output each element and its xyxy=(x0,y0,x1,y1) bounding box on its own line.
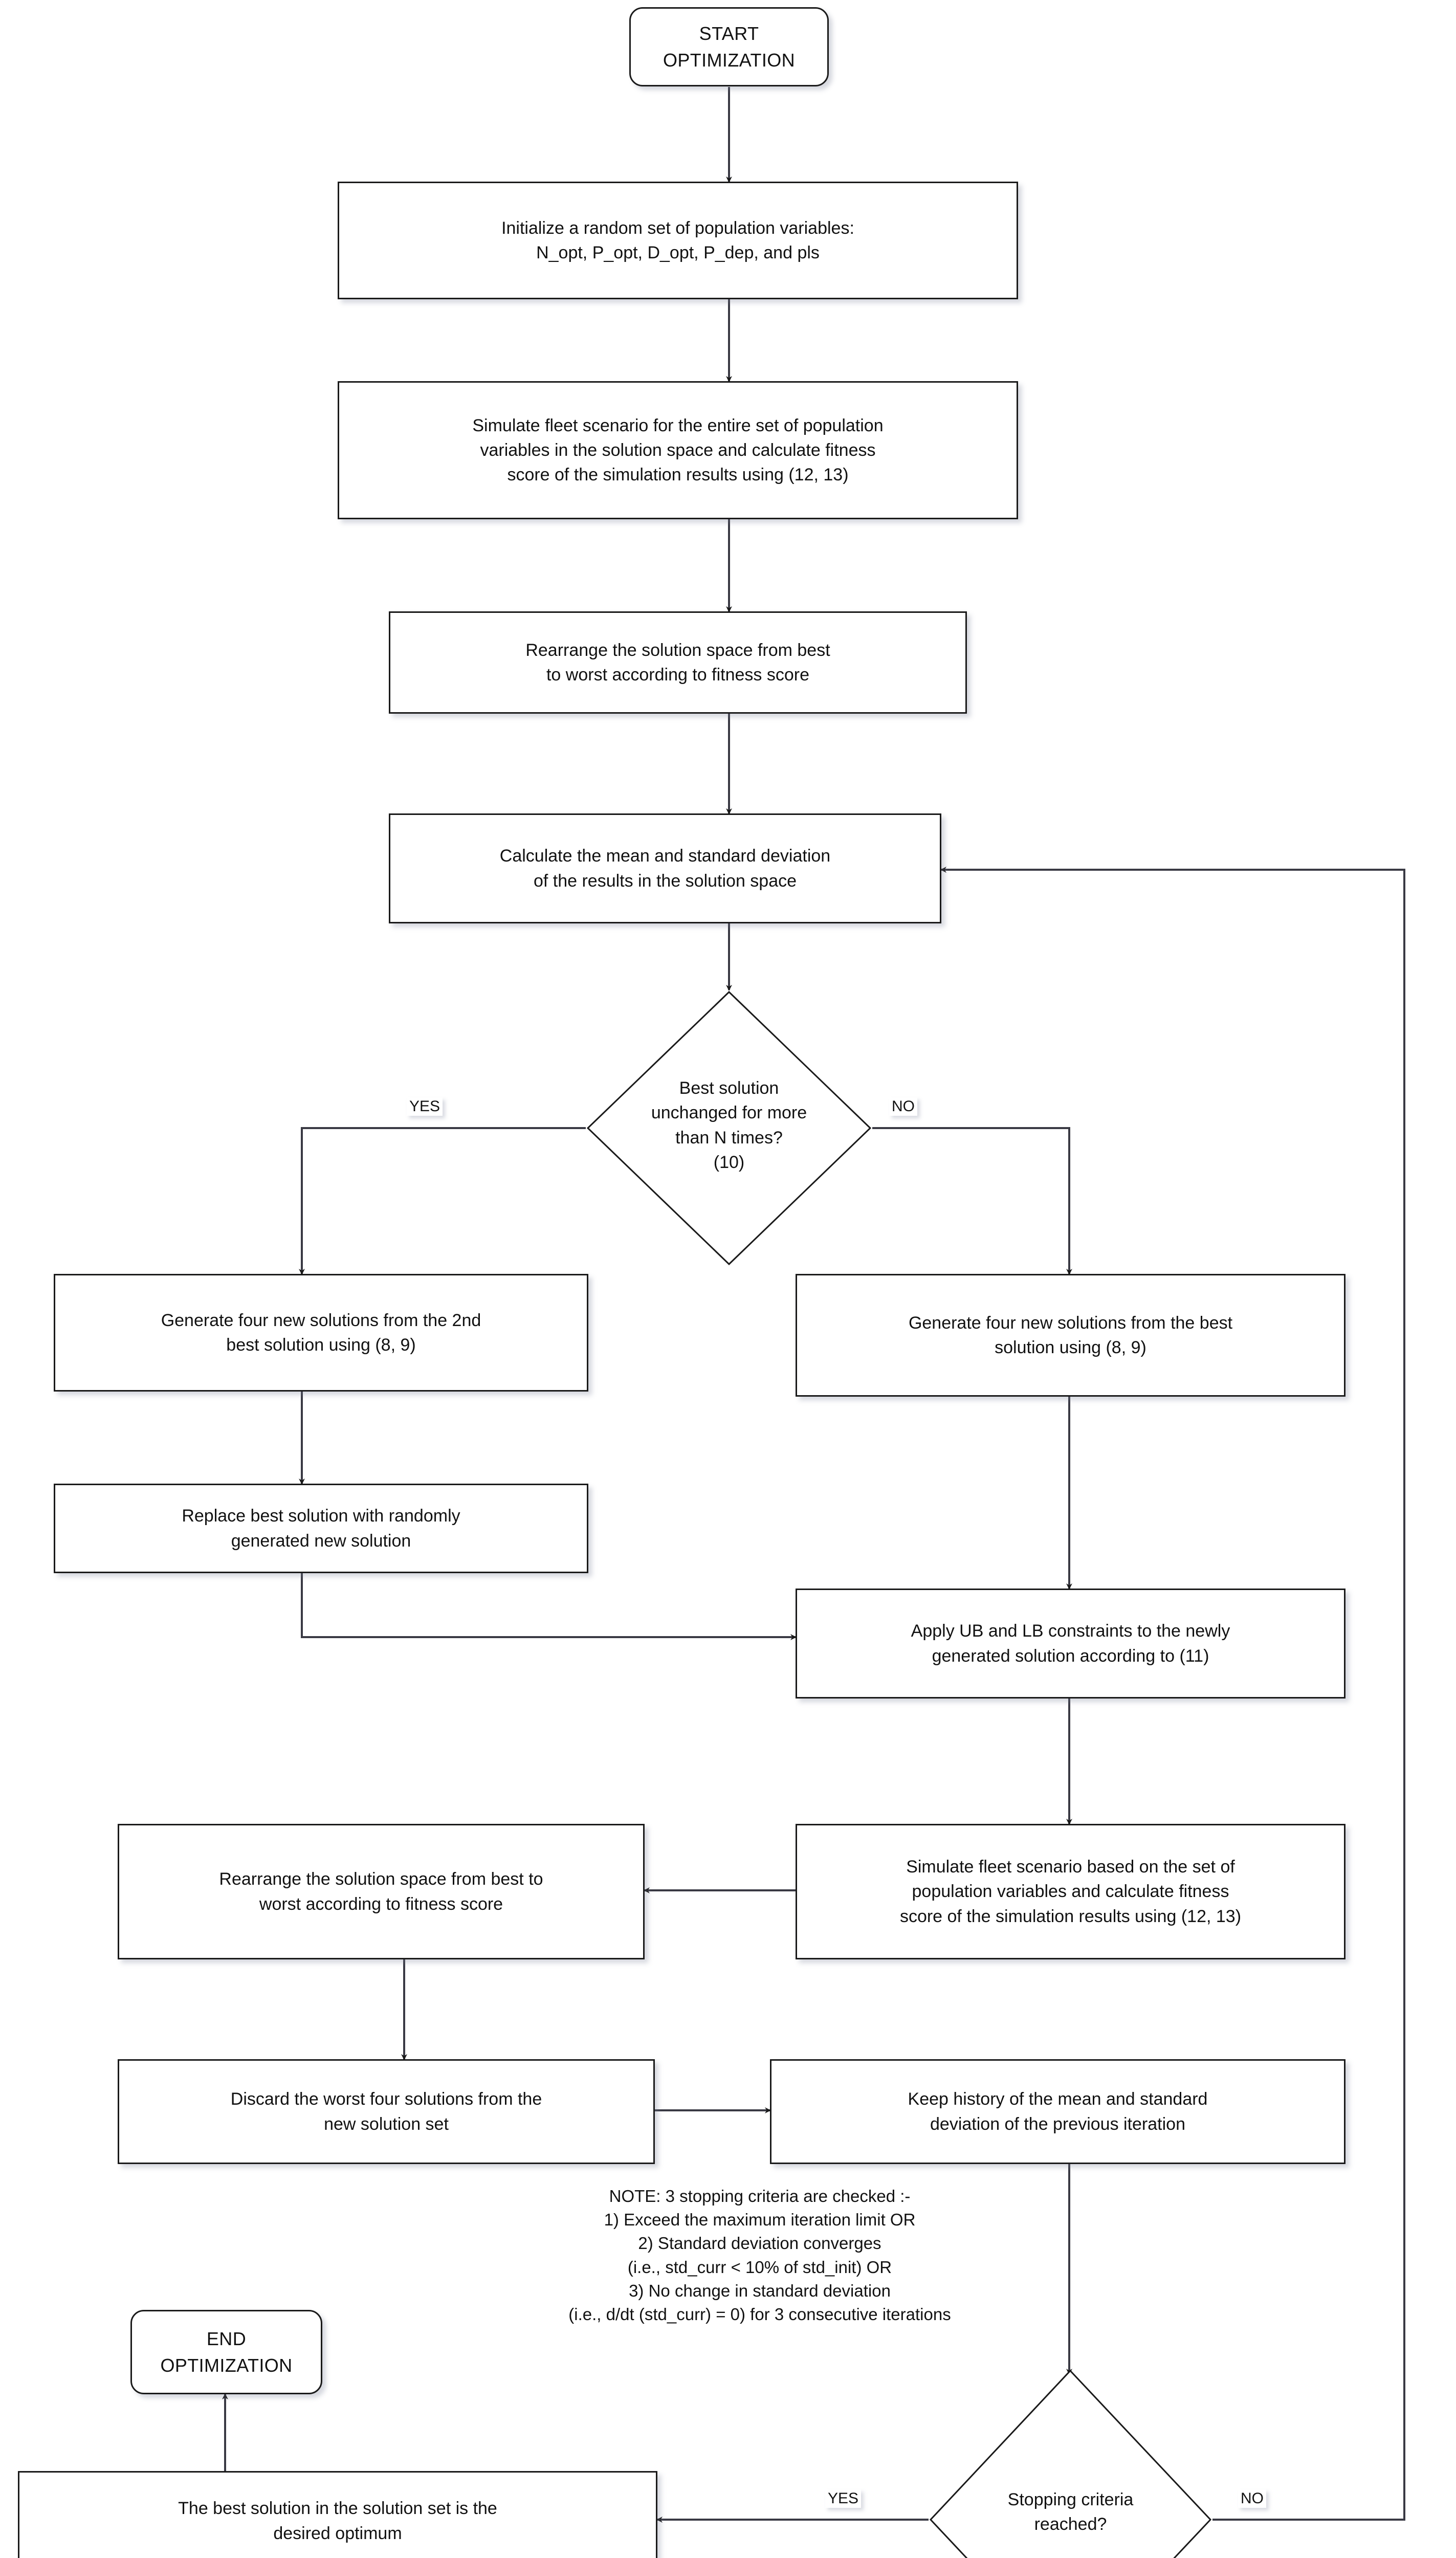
node-decision-stopping-criteria[interactable]: Stopping criteria reached? xyxy=(929,2369,1212,2558)
node-simulate-new-label: Simulate fleet scenario based on the set… xyxy=(899,1857,1242,1926)
node-end-label: END OPTIMIZATION xyxy=(160,2328,293,2376)
node-rearrange-second[interactable]: Rearrange the solution space from best t… xyxy=(118,1824,645,1959)
node-initialize[interactable]: Initialize a random set of population va… xyxy=(338,182,1018,299)
node-decision-best-unchanged-label: Best solution unchanged for more than N … xyxy=(651,1078,807,1172)
node-apply-bounds[interactable]: Apply UB and LB constraints to the newly… xyxy=(796,1589,1345,1699)
node-calculate-mean-std-label: Calculate the mean and standard deviatio… xyxy=(499,846,831,891)
node-apply-bounds-label: Apply UB and LB constraints to the newly… xyxy=(911,1621,1230,1666)
node-best-solution-result-label: The best solution in the solution set is… xyxy=(178,2499,497,2543)
node-generate-best[interactable]: Generate four new solutions from the bes… xyxy=(796,1274,1345,1397)
decision-diamond-shape-stop xyxy=(929,2369,1212,2558)
node-initialize-label: Initialize a random set of population va… xyxy=(501,218,854,262)
node-generate-best-label: Generate four new solutions from the bes… xyxy=(908,1313,1233,1357)
edge-label-best-yes: YES xyxy=(407,1097,443,1116)
node-rearrange-first[interactable]: Rearrange the solution space from best t… xyxy=(389,611,967,714)
edge-label-stop-yes: YES xyxy=(825,2489,862,2508)
node-replace-best-solution-label: Replace best solution with randomly gene… xyxy=(182,1506,460,1551)
node-generate-second-best-label: Generate four new solutions from the 2nd… xyxy=(161,1310,481,1355)
node-simulate-all[interactable]: Simulate fleet scenario for the entire s… xyxy=(338,381,1018,519)
node-keep-history-label: Keep history of the mean and standard de… xyxy=(908,2089,1208,2134)
node-start-label: START OPTIMIZATION xyxy=(663,23,796,71)
node-discard-worst-label: Discard the worst four solutions from th… xyxy=(230,2089,542,2134)
node-decision-best-unchanged[interactable]: Best solution unchanged for more than N … xyxy=(586,990,872,1266)
stopping-criteria-note: NOTE: 3 stopping criteria are checked :-… xyxy=(568,2187,951,2324)
node-generate-second-best[interactable]: Generate four new solutions from the 2nd… xyxy=(54,1274,588,1392)
node-rearrange-second-label: Rearrange the solution space from best t… xyxy=(219,1869,543,1914)
edge-label-best-no: NO xyxy=(889,1097,917,1116)
node-end[interactable]: END OPTIMIZATION xyxy=(130,2310,322,2394)
node-replace-best-solution[interactable]: Replace best solution with randomly gene… xyxy=(54,1484,588,1573)
node-keep-history[interactable]: Keep history of the mean and standard de… xyxy=(770,2059,1345,2164)
node-decision-stopping-criteria-label: Stopping criteria reached? xyxy=(1007,2490,1134,2534)
node-rearrange-first-label: Rearrange the solution space from best t… xyxy=(525,640,830,685)
edge-label-stop-no: NO xyxy=(1238,2489,1266,2508)
node-calculate-mean-std[interactable]: Calculate the mean and standard deviatio… xyxy=(389,813,941,923)
decision-diamond-shape xyxy=(586,990,872,1266)
node-discard-worst[interactable]: Discard the worst four solutions from th… xyxy=(118,2059,655,2164)
node-best-solution-result[interactable]: The best solution in the solution set is… xyxy=(18,2471,657,2558)
node-simulate-all-label: Simulate fleet scenario for the entire s… xyxy=(472,415,884,485)
node-simulate-new[interactable]: Simulate fleet scenario based on the set… xyxy=(796,1824,1345,1959)
node-start[interactable]: START OPTIMIZATION xyxy=(629,7,829,86)
